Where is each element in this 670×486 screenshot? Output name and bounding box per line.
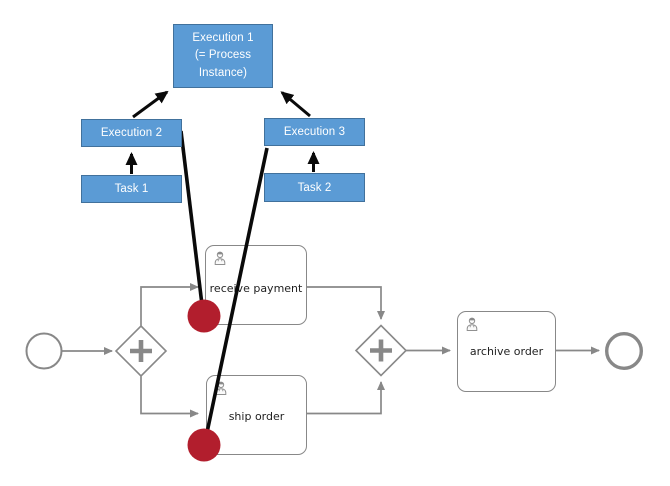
sequence-flow-receive-payment-to-join	[307, 286, 385, 320]
parallel-gateway-join	[354, 324, 408, 377]
task-label: archive order	[469, 345, 544, 358]
sequence-flow-split-to-receive-payment	[140, 283, 199, 326]
parallel-gateway-split	[114, 324, 168, 378]
execution-tree-box-execution1: Execution 1 (= Process Instance)	[173, 24, 273, 88]
bpmn-task-archive-order: archive order	[457, 311, 556, 392]
plus-icon	[370, 339, 392, 362]
task-label: ship order	[228, 410, 285, 423]
execution-tree-box-execution3: Execution 3	[264, 118, 365, 146]
sequence-flow-ship-order-to-join	[307, 381, 385, 415]
bpmn-task-ship-order: ship order	[206, 375, 307, 455]
start-event	[25, 332, 63, 370]
execution-tree-box-task2: Task 2	[264, 173, 365, 202]
execution-tree-box-task1: Task 1	[81, 175, 182, 203]
user-task-icon	[215, 381, 227, 395]
user-task-icon	[466, 317, 478, 331]
bpmn-task-receive-payment: receive payment	[205, 245, 307, 325]
sequence-flow-split-to-ship-order	[140, 376, 199, 418]
user-task-icon	[214, 251, 226, 265]
end-event	[605, 332, 644, 371]
task-label: receive payment	[209, 282, 303, 295]
plus-icon	[130, 340, 152, 362]
execution-tree-box-execution2: Execution 2	[81, 119, 182, 147]
